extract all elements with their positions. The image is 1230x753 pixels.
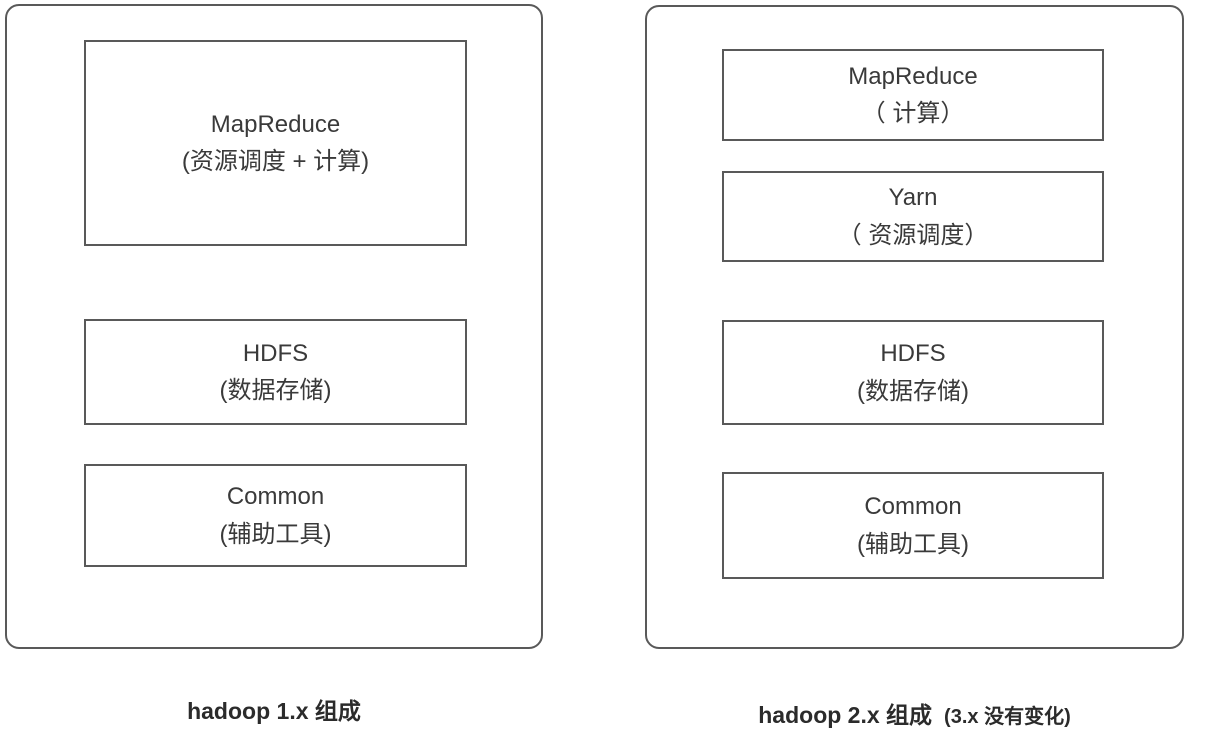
box-label-secondary: (辅助工具) (219, 520, 332, 548)
box-label-primary: MapReduce (848, 62, 978, 90)
box-label-secondary: (资源调度 + 计算) (181, 148, 370, 175)
caption-hadoop-1x: hadoop 1.x 组成 (5, 692, 543, 726)
box-label-secondary: （ 计算） (861, 100, 965, 127)
box-label-secondary: （ 资源调度） (837, 221, 989, 249)
box-label-secondary: (数据存储) (219, 377, 332, 404)
box-label-primary: HDFS (242, 339, 309, 367)
box-label-secondary: (数据存储) (857, 377, 969, 405)
box-hadoop2x-mapreduce: MapReduce （ 计算） (722, 49, 1104, 141)
box-hadoop1x-hdfs: HDFS (数据存储) (84, 319, 467, 425)
box-label-primary: Common (864, 493, 962, 521)
box-label-primary: Common (226, 483, 325, 511)
caption-main-text: hadoop 1.x 组成 (187, 698, 361, 724)
caption-note-text: (3.x 没有变化) (944, 706, 1071, 728)
box-label-primary: MapReduce (210, 110, 341, 138)
box-label-primary: Yarn (888, 184, 938, 212)
caption-main-text: hadoop 2.x 组成 (758, 702, 933, 728)
box-hadoop2x-hdfs: HDFS (数据存储) (722, 320, 1104, 425)
box-hadoop2x-common: Common (辅助工具) (722, 472, 1104, 579)
box-label-secondary: (辅助工具) (857, 530, 969, 558)
box-label-primary: HDFS (880, 340, 946, 368)
box-hadoop1x-mapreduce: MapReduce (资源调度 + 计算) (84, 40, 467, 246)
caption-hadoop-2x: hadoop 2.x 组成 (3.x 没有变化) (645, 696, 1184, 730)
box-hadoop1x-common: Common (辅助工具) (84, 464, 467, 567)
box-hadoop2x-yarn: Yarn （ 资源调度） (722, 171, 1104, 262)
